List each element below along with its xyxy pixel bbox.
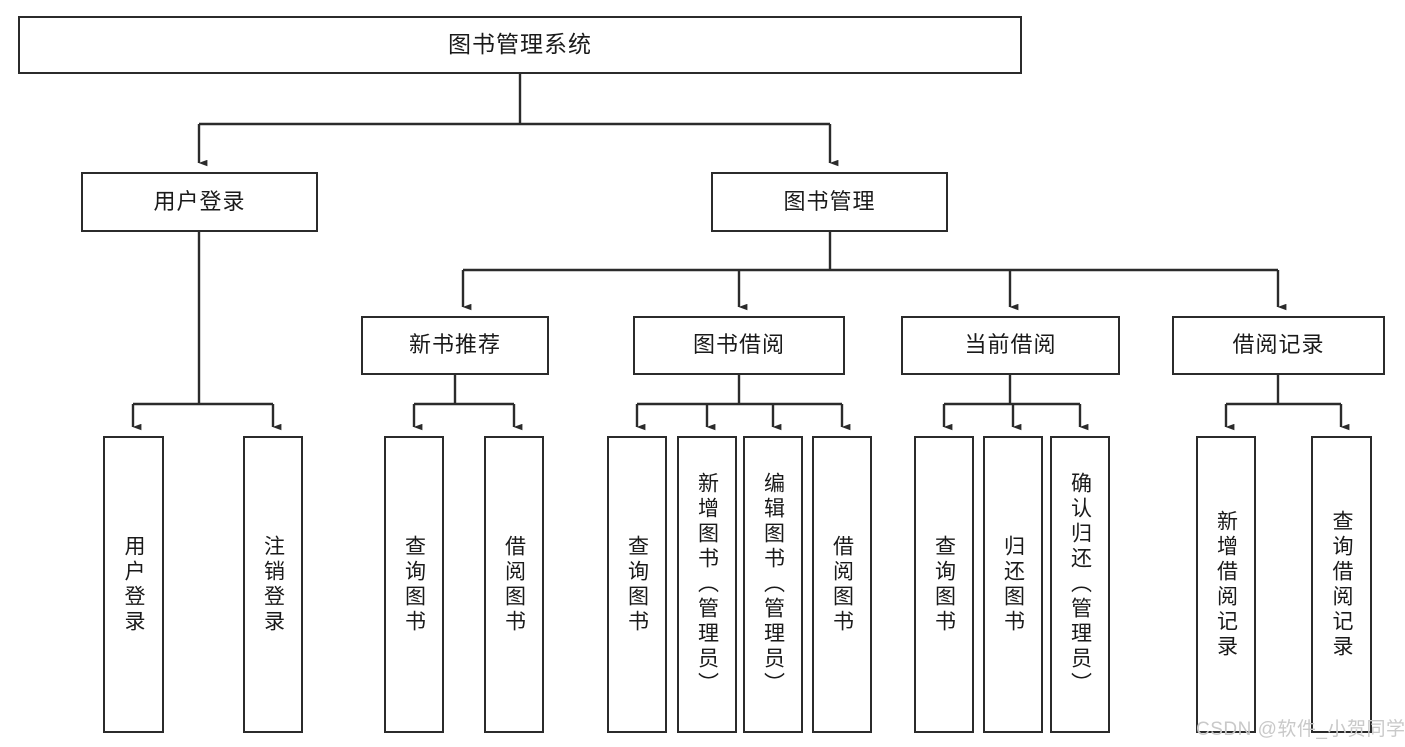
node-label: 查询图书 [402,534,426,635]
node-label: 当前借阅 [964,332,1057,358]
node-label: 查询图书 [932,534,956,635]
node-label: 注销登录 [261,534,285,635]
node-current-borrow[interactable]: 当前借阅 [901,316,1120,375]
node-leaf-query-books-current[interactable]: 查询图书 [914,436,974,733]
node-user-login[interactable]: 用户登录 [81,172,318,232]
node-borrow-record[interactable]: 借阅记录 [1172,316,1385,375]
node-label: 新书推荐 [408,332,501,358]
csdn-watermark: CSDN @软件_小贺同学 [1196,719,1405,740]
node-label: 确认归还（管理员） [1068,472,1092,697]
node-label: 用户登录 [153,188,246,214]
node-label: 编辑图书（管理员） [761,472,785,697]
node-label: 借阅图书 [502,534,526,635]
node-label: 归还图书 [1001,534,1025,635]
node-root-system[interactable]: 图书管理系统 [18,16,1022,74]
node-label: 借阅记录 [1232,332,1325,358]
node-label: 图书借阅 [692,332,785,358]
node-leaf-logout[interactable]: 注销登录 [243,436,303,733]
node-leaf-add-book-admin[interactable]: 新增图书（管理员） [677,436,737,733]
node-leaf-borrow-books-recommend[interactable]: 借阅图书 [484,436,544,733]
node-leaf-query-borrow-record[interactable]: 查询借阅记录 [1311,436,1372,733]
node-book-borrow[interactable]: 图书借阅 [633,316,845,375]
node-label: 查询图书 [625,534,649,635]
node-label: 借阅图书 [830,534,854,635]
node-label: 新增借阅记录 [1214,509,1238,660]
node-new-book-recommend[interactable]: 新书推荐 [361,316,549,375]
node-label: 用户登录 [122,534,145,635]
node-book-management[interactable]: 图书管理 [711,172,948,232]
node-leaf-return-books[interactable]: 归还图书 [983,436,1043,733]
node-leaf-query-books-borrow[interactable]: 查询图书 [607,436,667,733]
node-leaf-user-login[interactable]: 用户登录 [103,436,164,733]
node-leaf-query-books-recommend[interactable]: 查询图书 [384,436,444,733]
node-leaf-edit-book-admin[interactable]: 编辑图书（管理员） [743,436,803,733]
node-label: 查询借阅记录 [1330,509,1353,660]
node-label: 图书管理 [783,188,876,214]
node-leaf-confirm-return-admin[interactable]: 确认归还（管理员） [1050,436,1110,733]
node-leaf-add-borrow-record[interactable]: 新增借阅记录 [1196,436,1256,733]
node-label: 图书管理系统 [448,31,592,58]
node-label: 新增图书（管理员） [695,472,719,697]
node-leaf-borrow-books-borrow[interactable]: 借阅图书 [812,436,872,733]
